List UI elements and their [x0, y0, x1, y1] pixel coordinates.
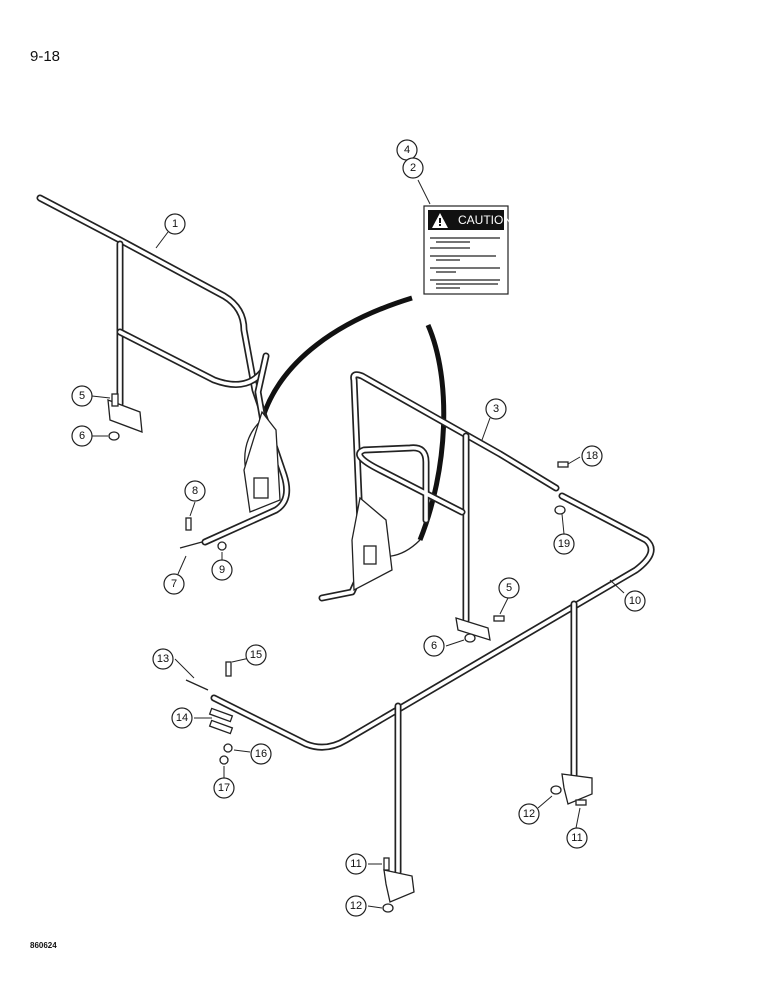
- svg-text:13: 13: [157, 653, 169, 665]
- svg-text:19: 19: [558, 538, 570, 550]
- callout-12-bottom: 12: [345, 895, 367, 917]
- callout-18: 18: [581, 445, 603, 467]
- svg-text:18: 18: [586, 450, 598, 462]
- callout-6-right: 6: [423, 635, 445, 657]
- left-handrail: [36, 194, 291, 546]
- svg-text:10: 10: [629, 595, 641, 607]
- callout-11-right: 11: [566, 827, 588, 849]
- svg-text:1: 1: [172, 218, 178, 230]
- svg-text:5: 5: [506, 582, 512, 594]
- callout-2: 2: [402, 157, 424, 179]
- callout-9: 9: [211, 559, 233, 581]
- hardware: [108, 393, 587, 913]
- svg-text:5: 5: [79, 390, 85, 402]
- svg-text:11: 11: [571, 832, 582, 844]
- callouts: 4 2 1 3 5 6 8 7 9 18 19 10 5 6 13 15 14 …: [71, 139, 646, 917]
- callout-19: 19: [553, 533, 575, 555]
- svg-text:17: 17: [218, 782, 230, 794]
- callout-15: 15: [245, 644, 267, 666]
- callout-14: 14: [171, 707, 193, 729]
- svg-text:2: 2: [410, 162, 416, 174]
- callout-5-left: 5: [71, 385, 93, 407]
- warning-triangle-icon: [432, 213, 448, 228]
- svg-text:4: 4: [404, 144, 410, 156]
- callout-4: 4: [396, 139, 418, 161]
- page-number: 9-18: [30, 48, 61, 65]
- callout-1: 1: [164, 213, 186, 235]
- right-handrail: [318, 371, 560, 641]
- svg-text:6: 6: [79, 430, 85, 442]
- callout-17: 17: [213, 777, 235, 799]
- callout-5-right: 5: [498, 577, 520, 599]
- callout-6-left: 6: [71, 425, 93, 447]
- callout-8: 8: [184, 480, 206, 502]
- svg-text:7: 7: [171, 578, 177, 590]
- callout-12-right: 12: [518, 803, 540, 825]
- callout-7: 7: [163, 573, 185, 595]
- svg-text:8: 8: [192, 485, 198, 497]
- svg-text:14: 14: [176, 712, 188, 724]
- callout-16: 16: [250, 743, 272, 765]
- figure-code: 860624: [30, 941, 57, 950]
- svg-text:12: 12: [350, 900, 362, 912]
- callout-10: 10: [624, 590, 646, 612]
- caution-decal: CAUTION: [423, 205, 512, 295]
- svg-text:12: 12: [523, 808, 535, 820]
- svg-text:9: 9: [219, 564, 225, 576]
- main-rail: [210, 492, 655, 903]
- leader-lines: [91, 179, 625, 909]
- decal-title: CAUTION: [458, 213, 512, 227]
- svg-text:3: 3: [493, 403, 499, 415]
- svg-text:11: 11: [350, 858, 361, 870]
- svg-text:15: 15: [250, 649, 262, 661]
- svg-text:16: 16: [255, 748, 267, 760]
- callout-11-bottom: 11: [345, 853, 367, 875]
- callout-3: 3: [485, 398, 507, 420]
- svg-text:6: 6: [431, 640, 437, 652]
- callout-13: 13: [152, 648, 174, 670]
